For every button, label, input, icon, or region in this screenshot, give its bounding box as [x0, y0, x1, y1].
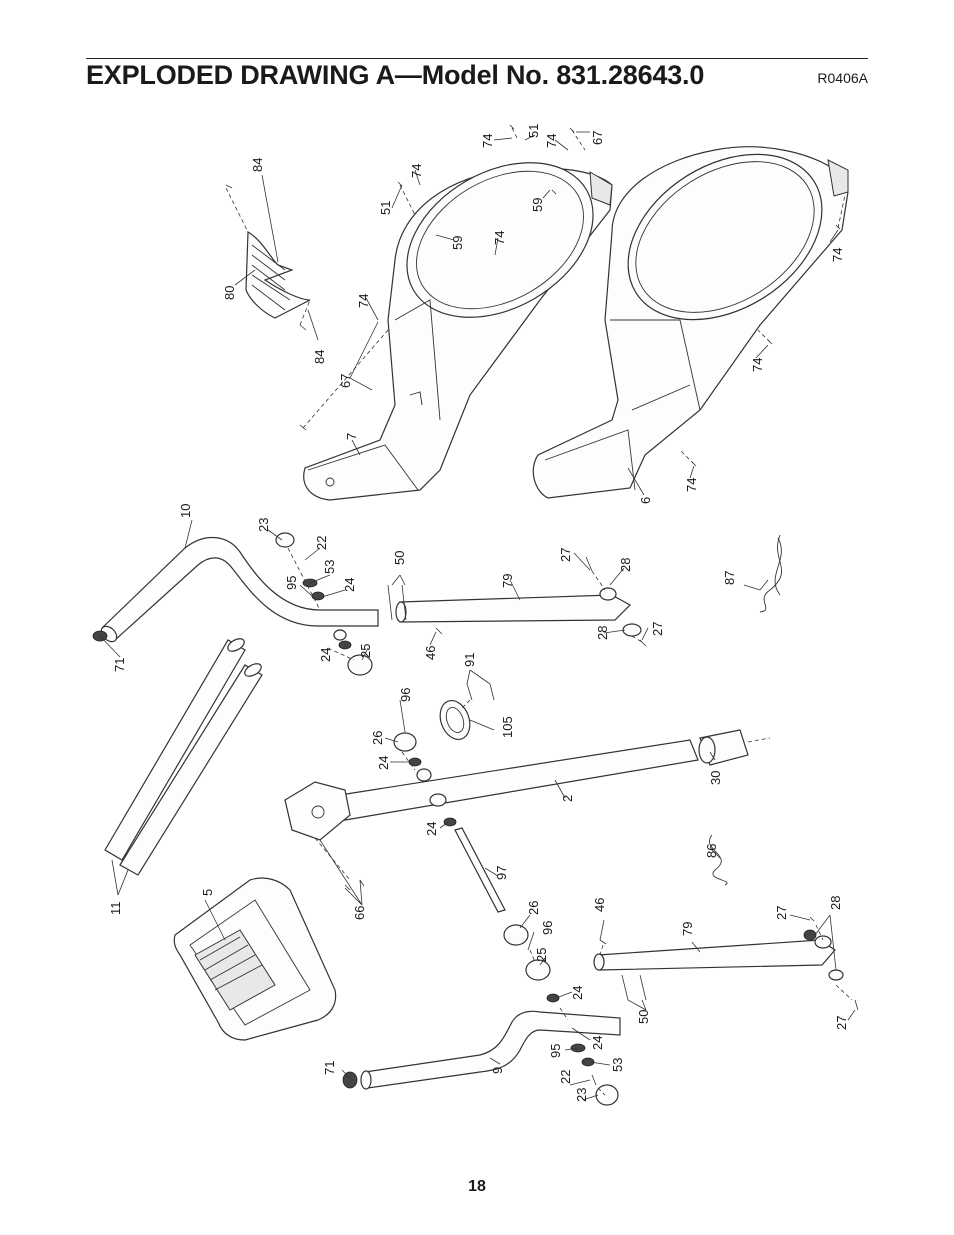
callout-66: 66	[352, 906, 367, 920]
callout-71: 71	[112, 658, 127, 672]
lower-arm-part-9	[360, 1010, 621, 1090]
callout-74: 74	[750, 358, 765, 372]
callout-71: 71	[322, 1061, 337, 1075]
callout-23: 23	[574, 1088, 589, 1102]
callout-95: 95	[548, 1044, 563, 1058]
callout-96: 96	[540, 921, 555, 935]
axle-part-97	[454, 827, 506, 913]
drawing-code: R0406A	[817, 70, 868, 86]
page-title: EXPLODED DRAWING A—Model No. 831.28643.0	[86, 60, 705, 90]
grille-cover-part-80	[245, 230, 311, 319]
callout-25: 25	[534, 948, 549, 962]
callout-53: 53	[610, 1058, 625, 1072]
callout-28: 28	[828, 896, 843, 910]
callout-79: 79	[680, 922, 695, 936]
callout-24: 24	[590, 1036, 605, 1050]
header-rule	[86, 58, 868, 59]
wire-harness-part-87	[759, 534, 782, 613]
callout-50: 50	[392, 551, 407, 565]
callout-79: 79	[500, 574, 515, 588]
callout-74: 74	[492, 231, 507, 245]
callout-46: 46	[423, 646, 438, 660]
callout-9: 9	[490, 1067, 505, 1074]
leg-part-79-lower	[593, 935, 836, 971]
callout-22: 22	[314, 536, 329, 550]
callout-87: 87	[722, 571, 737, 585]
callout-51: 51	[378, 201, 393, 215]
callout-59: 59	[450, 236, 465, 250]
callout-80: 80	[222, 286, 237, 300]
right-shield-part-6	[532, 146, 849, 499]
callout-28: 28	[595, 626, 610, 640]
callout-27: 27	[834, 1016, 849, 1030]
callout-2: 2	[560, 795, 575, 802]
callout-26: 26	[370, 731, 385, 745]
console-part-5	[173, 877, 337, 1041]
callout-74: 74	[409, 164, 424, 178]
callout-27: 27	[558, 548, 573, 562]
handlebar-tubes-part-11	[104, 638, 263, 876]
callout-74: 74	[356, 294, 371, 308]
callout-24: 24	[318, 648, 333, 662]
callout-24: 24	[376, 756, 391, 770]
callout-50: 50	[636, 1010, 651, 1024]
callout-24: 24	[342, 578, 357, 592]
callout-53: 53	[322, 560, 337, 574]
callout-67: 67	[338, 374, 353, 388]
callout-26: 26	[526, 901, 541, 915]
callout-67: 67	[590, 131, 605, 145]
callout-7: 7	[344, 433, 359, 440]
wire-harness-part-86	[709, 834, 728, 886]
left-shield-part-7	[303, 162, 613, 501]
callout-84: 84	[312, 350, 327, 364]
callout-5: 5	[200, 889, 215, 896]
leg-part-79-upper	[395, 587, 642, 637]
callout-95: 95	[284, 576, 299, 590]
callout-24: 24	[570, 986, 585, 1000]
callout-74: 74	[544, 134, 559, 148]
callout-97: 97	[494, 866, 509, 880]
callout-105: 105	[500, 716, 515, 738]
callout-59: 59	[530, 198, 545, 212]
callout-6: 6	[638, 497, 653, 504]
callout-96: 96	[398, 688, 413, 702]
page-number: 18	[468, 1178, 486, 1195]
callout-10: 10	[178, 504, 193, 518]
callout-22: 22	[558, 1070, 573, 1084]
callout-27: 27	[650, 622, 665, 636]
callout-86: 86	[704, 844, 719, 858]
callout-27: 27	[774, 906, 789, 920]
callout-30: 30	[708, 771, 723, 785]
callout-24: 24	[424, 822, 439, 836]
pulley-part-105	[439, 700, 471, 740]
callout-51: 51	[526, 124, 541, 138]
upper-arm-part-10	[100, 536, 379, 643]
callout-91: 91	[462, 653, 477, 667]
callout-84: 84	[250, 158, 265, 172]
callout-74: 74	[684, 478, 699, 492]
leader-lines	[99, 131, 856, 1101]
assembly-lines	[225, 127, 853, 1096]
callout-23: 23	[256, 518, 271, 532]
callout-28: 28	[618, 558, 633, 572]
callout-25: 25	[358, 644, 373, 658]
end-cap-71-lower	[342, 1071, 358, 1089]
callout-numbers: 84 80 84 74 67 7 51 74 74 51 74 67 59 59…	[108, 124, 849, 1102]
main-frame-part-2	[284, 729, 771, 841]
callout-74: 74	[830, 248, 845, 262]
callout-46: 46	[592, 898, 607, 912]
callout-11: 11	[108, 902, 123, 916]
callout-74: 74	[480, 134, 495, 148]
